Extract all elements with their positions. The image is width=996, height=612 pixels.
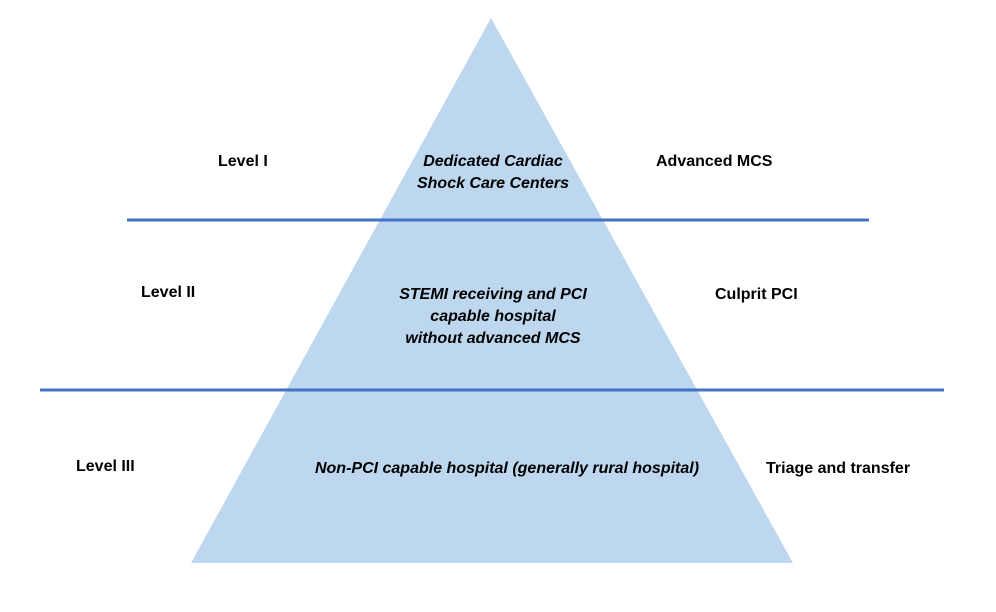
level-3-description: Non-PCI capable hospital (generally rura… [315, 458, 699, 480]
pyramid-shape [191, 18, 793, 563]
level-1-description-line: Dedicated Cardiac [423, 153, 563, 170]
level-1-capability: Advanced MCS [656, 153, 773, 170]
level-3-label: Level III [76, 458, 135, 475]
level-1-description: Dedicated Cardiac Shock Care Centers [417, 151, 569, 195]
level-1-description-line: Shock Care Centers [416, 175, 570, 192]
level-2-description-line: STEMI receiving and PCI [399, 286, 587, 303]
level-2-description-line: without advanced MCS [405, 330, 581, 347]
level-3-description-line: Non-PCI capable hospital (generally rura… [314, 460, 700, 477]
level-2-label: Level II [141, 284, 196, 301]
level-1-label: Level I [218, 153, 268, 170]
level-3-capability: Triage and transfer [766, 460, 911, 477]
level-2-capability: Culprit PCI [715, 286, 798, 303]
level-2-description: STEMI receiving and PCI capable hospital… [399, 284, 587, 350]
level-2-description-line: capable hospital [430, 308, 556, 325]
